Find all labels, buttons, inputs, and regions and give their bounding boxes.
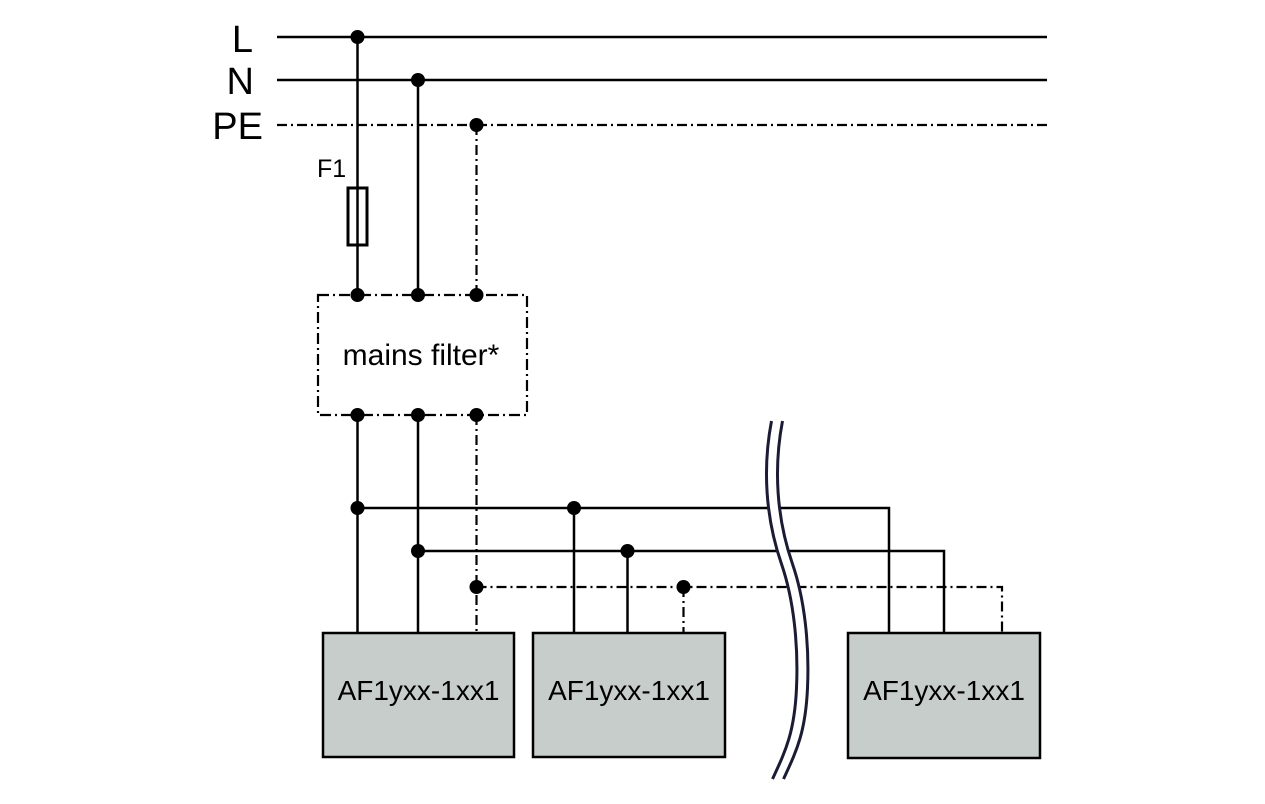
mains-filter-box bbox=[316, 293, 529, 417]
device-label: AF1yxx-1xx1 bbox=[338, 675, 500, 706]
mains-filter-label: mains filter* bbox=[343, 339, 500, 372]
junction-dot bbox=[411, 288, 425, 302]
power-rails: L N PE bbox=[212, 19, 1047, 148]
junction-dot bbox=[469, 288, 484, 302]
rail-label-pe: PE bbox=[212, 106, 263, 148]
distribution-buses bbox=[357, 506, 1004, 633]
junction-dot bbox=[411, 544, 425, 558]
junction-dot bbox=[620, 544, 635, 558]
junction-dot bbox=[567, 501, 581, 515]
junction-dots bbox=[350, 30, 691, 594]
feeder-drops bbox=[356, 37, 478, 295]
device-box bbox=[846, 631, 1042, 760]
filter-output-wires bbox=[356, 415, 478, 633]
junction-dot bbox=[350, 408, 365, 422]
break-wave-left bbox=[764, 420, 799, 780]
junction-dot bbox=[350, 288, 365, 302]
rail-label-n: N bbox=[227, 61, 254, 103]
fuse-symbol bbox=[346, 186, 369, 247]
fuse-label: F1 bbox=[317, 155, 346, 183]
bus-pe bbox=[476, 585, 1004, 633]
bus-l bbox=[357, 506, 891, 633]
junction-dot bbox=[350, 30, 365, 44]
junction-dot bbox=[411, 73, 425, 87]
device-box bbox=[531, 631, 727, 759]
junction-dot bbox=[411, 408, 425, 422]
break-mark bbox=[764, 419, 810, 782]
device-label: AF1yxx-1xx1 bbox=[548, 675, 710, 706]
junction-dot bbox=[469, 408, 484, 422]
junction-dot bbox=[350, 501, 365, 515]
devices: AF1yxx-1xx1 AF1yxx-1xx1 AF1yxx-1xx1 bbox=[321, 631, 1042, 760]
device-box bbox=[321, 631, 516, 759]
junction-dot bbox=[469, 118, 484, 132]
junction-dot bbox=[469, 580, 484, 594]
mains-filter: mains filter* bbox=[316, 293, 529, 417]
bus-n bbox=[418, 549, 946, 633]
device-label: AF1yxx-1xx1 bbox=[863, 675, 1025, 706]
fuse: F1 bbox=[317, 155, 369, 247]
break-mask bbox=[766, 419, 808, 782]
rail-label-l: L bbox=[232, 19, 253, 61]
break-wave-right bbox=[775, 420, 810, 780]
junction-dot bbox=[676, 580, 691, 594]
